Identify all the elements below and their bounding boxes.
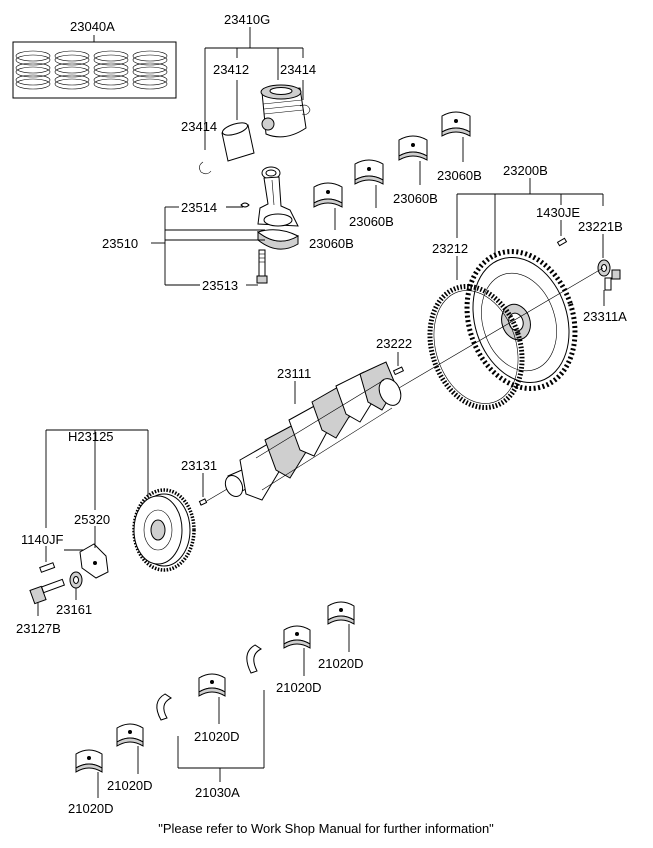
label-rod-bolt: 23513: [202, 278, 238, 293]
pulley-bolt: [29, 578, 66, 605]
label-snap-ring-right: 23414: [280, 62, 316, 77]
washer-23161: [69, 571, 83, 589]
piston-ring-set: [12, 41, 177, 99]
upper-main-bearing-1: [313, 182, 343, 208]
label-bearing-21020d-2: 21020D: [107, 778, 153, 793]
ring-gear: [427, 283, 525, 411]
label-piston-pin: 23412: [213, 62, 249, 77]
flywheel: [464, 249, 578, 391]
upper-main-bearing-2: [354, 159, 384, 185]
label-snap-ring-left: 23414: [181, 119, 217, 134]
label-piston-ring-set: 23040A: [70, 19, 115, 34]
label-upper-bearing-3: 23060B: [393, 191, 438, 206]
label-crankshaft: 23111: [277, 366, 311, 381]
flywheel-bolt: [604, 269, 621, 291]
label-washer-23161: 23161: [56, 602, 92, 617]
upper-main-bearing-4: [441, 111, 471, 137]
label-key-23131: 23131: [181, 458, 217, 473]
label-pulley-bolt: 23127B: [16, 621, 61, 636]
label-connecting-rod-assy: 23510: [102, 236, 138, 251]
rod-bolt: [256, 249, 268, 284]
label-piston-assy: 23410G: [224, 12, 270, 27]
cap-nut: [240, 202, 250, 208]
label-flywheel-assy: 23200B: [503, 163, 548, 178]
label-sprocket-25320: 25320: [74, 512, 110, 527]
label-cap-nut: 23514: [181, 200, 217, 215]
sprocket-25320: [79, 543, 109, 579]
snap-ring-right: [299, 104, 311, 115]
rod-bearing-cap: [256, 229, 300, 250]
damper-pulley: [132, 488, 196, 572]
piston-pin: [221, 122, 255, 162]
lower-main-bearing-3: [198, 673, 226, 697]
lower-main-bearing-2: [116, 723, 144, 747]
label-washer-23221b: 23221B: [578, 219, 623, 234]
upper-main-bearing-3: [398, 135, 428, 161]
label-damper-pulley: H23125: [68, 429, 114, 444]
label-upper-bearing-2: 23060B: [349, 214, 394, 229]
crankshaft: [224, 361, 402, 501]
lower-main-bearing-5: [327, 601, 355, 625]
washer-23221b: [597, 259, 611, 277]
label-bearing-21020d-5: 21020D: [318, 656, 364, 671]
pin-23222: [392, 366, 405, 376]
label-ring-gear: 23212: [432, 241, 468, 256]
label-upper-bearing-1: 23060B: [309, 236, 354, 251]
snap-ring-left: [199, 161, 212, 175]
thrust-washer-2: [246, 644, 262, 674]
key-23131: [198, 498, 208, 506]
label-bearing-21020d-4: 21020D: [276, 680, 322, 695]
label-upper-bearing-4: 23060B: [437, 168, 482, 183]
label-dowel-pin: 1430JE: [536, 205, 580, 220]
lower-main-bearing-4: [283, 625, 311, 649]
label-thrust-bearing: 21030A: [195, 785, 240, 800]
label-bearing-21020d-3: 21020D: [194, 729, 240, 744]
lower-main-bearing-1: [75, 749, 103, 773]
label-pin-23222: 23222: [376, 336, 412, 351]
dowel-pin-1430je: [556, 237, 568, 247]
label-bolt-1140jf: 1140JF: [21, 532, 63, 547]
thrust-washer-1: [156, 693, 172, 721]
bolt-1140jf: [39, 562, 56, 573]
connecting-rod: [257, 166, 299, 227]
label-flywheel-bolt: 23311A: [583, 309, 627, 324]
footer-note: "Please refer to Work Shop Manual for fu…: [158, 821, 494, 836]
piston: [260, 84, 307, 138]
label-bearing-21020d-1: 21020D: [68, 801, 114, 816]
